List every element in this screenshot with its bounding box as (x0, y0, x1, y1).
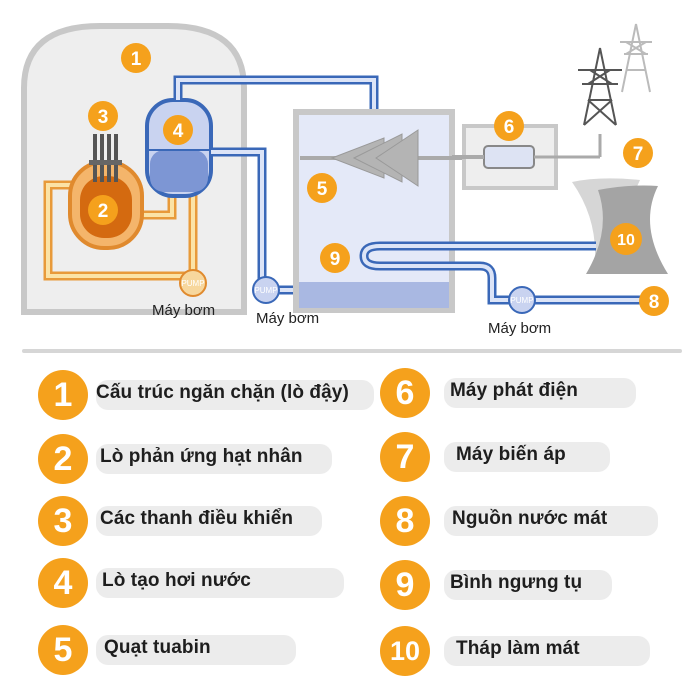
marker-5: 5 (307, 173, 337, 203)
marker-2: 2 (88, 195, 118, 225)
steam-pipe (173, 75, 379, 124)
pump-label: Máy bơm (256, 310, 319, 327)
svg-text:1: 1 (131, 49, 142, 70)
marker-4: 4 (163, 115, 193, 145)
label-background (96, 380, 374, 410)
pump-label: Máy bơm (488, 320, 551, 337)
pump-badge: PUMP (254, 286, 277, 295)
legend-label: Quạt tuabin (104, 637, 211, 658)
marker-7: 7 (623, 138, 653, 168)
control-rods (89, 134, 122, 182)
label-background (444, 378, 636, 408)
condenser-cooling-loop (359, 241, 640, 305)
marker-3: 3 (88, 101, 118, 131)
legend-number: 4 (38, 558, 88, 608)
turbine-building (293, 109, 455, 313)
svg-text:4: 4 (173, 121, 184, 142)
marker-8: 8 (639, 286, 669, 316)
svg-text:3: 3 (98, 107, 109, 128)
marker-10: 10 (610, 223, 642, 255)
svg-text:5: 5 (317, 179, 328, 200)
pump-badge: PUMP (181, 279, 204, 288)
legend-number: 10 (380, 626, 430, 676)
marker-6: 6 (494, 111, 524, 141)
svg-text:6: 6 (504, 117, 515, 138)
legend-item-2: 2 Lò phản ứng hạt nhân (38, 434, 338, 494)
label-background (96, 635, 296, 665)
transformer-tower-back (620, 23, 652, 93)
legend-label: Tháp làm mát (456, 638, 580, 659)
legend-label: Lò tạo hơi nước (102, 570, 251, 591)
turbine-fan (300, 129, 470, 187)
legend-item-9: 9 Bình ngưng tụ (380, 560, 680, 620)
legend-label: Bình ngưng tụ (450, 572, 583, 593)
pump-cooling: PUMP (508, 286, 536, 314)
marker-1: 1 (121, 43, 151, 73)
svg-text:10: 10 (617, 232, 635, 249)
section-divider (22, 349, 682, 353)
label-background (96, 444, 332, 474)
legend-item-8: 8 Nguồn nước mát (380, 496, 680, 556)
legend-label: Các thanh điều khiển (100, 508, 294, 529)
legend-label: Máy biến áp (456, 444, 566, 465)
legend-number: 7 (380, 432, 430, 482)
legend-number: 6 (380, 368, 430, 418)
legend-item-5: 5 Quạt tuabin (38, 625, 338, 685)
legend-number: 3 (38, 496, 88, 546)
pump-feedwater: PUMP (252, 276, 280, 304)
label-background (444, 636, 650, 666)
transformer-tower (578, 47, 622, 126)
label-background (96, 506, 322, 536)
legend-number: 9 (380, 560, 430, 610)
legend-item-10: 10 Tháp làm mát (380, 626, 680, 686)
nuclear-plant-diagram: PUMP PUMP PUMP Máy bơm Máy bơm Máy bơm 1… (21, 23, 669, 337)
generator (452, 124, 602, 190)
label-background (444, 570, 612, 600)
label-background (444, 506, 658, 536)
pump-label: Máy bơm (152, 302, 215, 319)
label-background (444, 442, 610, 472)
pump-reactor: PUMP (179, 269, 207, 297)
legend-item-6: 6 Máy phát điện (380, 368, 680, 428)
svg-text:9: 9 (330, 249, 341, 270)
legend-number: 2 (38, 434, 88, 484)
marker-9: 9 (320, 243, 350, 273)
legend-label: Nguồn nước mát (452, 508, 608, 529)
steam-generator (145, 98, 213, 198)
svg-text:8: 8 (649, 292, 660, 313)
svg-text:7: 7 (633, 144, 644, 165)
pump-badge: PUMP (510, 296, 533, 305)
legend-item-4: 4 Lò tạo hơi nước (38, 558, 344, 618)
legend-item-1: 1 Cấu trúc ngăn chặn (lò đậy) (38, 370, 378, 430)
label-background (96, 568, 344, 598)
svg-text:2: 2 (98, 201, 109, 222)
legend-number: 1 (38, 370, 88, 420)
legend-label: Máy phát điện (450, 380, 578, 401)
legend-item-3: 3 Các thanh điều khiển (38, 496, 338, 556)
legend-number: 5 (38, 625, 88, 675)
legend-label: Cấu trúc ngăn chặn (lò đậy) (96, 382, 349, 403)
legend-label: Lò phản ứng hạt nhân (100, 446, 303, 467)
legend-item-7: 7 Máy biến áp (380, 432, 680, 492)
legend-number: 8 (380, 496, 430, 546)
